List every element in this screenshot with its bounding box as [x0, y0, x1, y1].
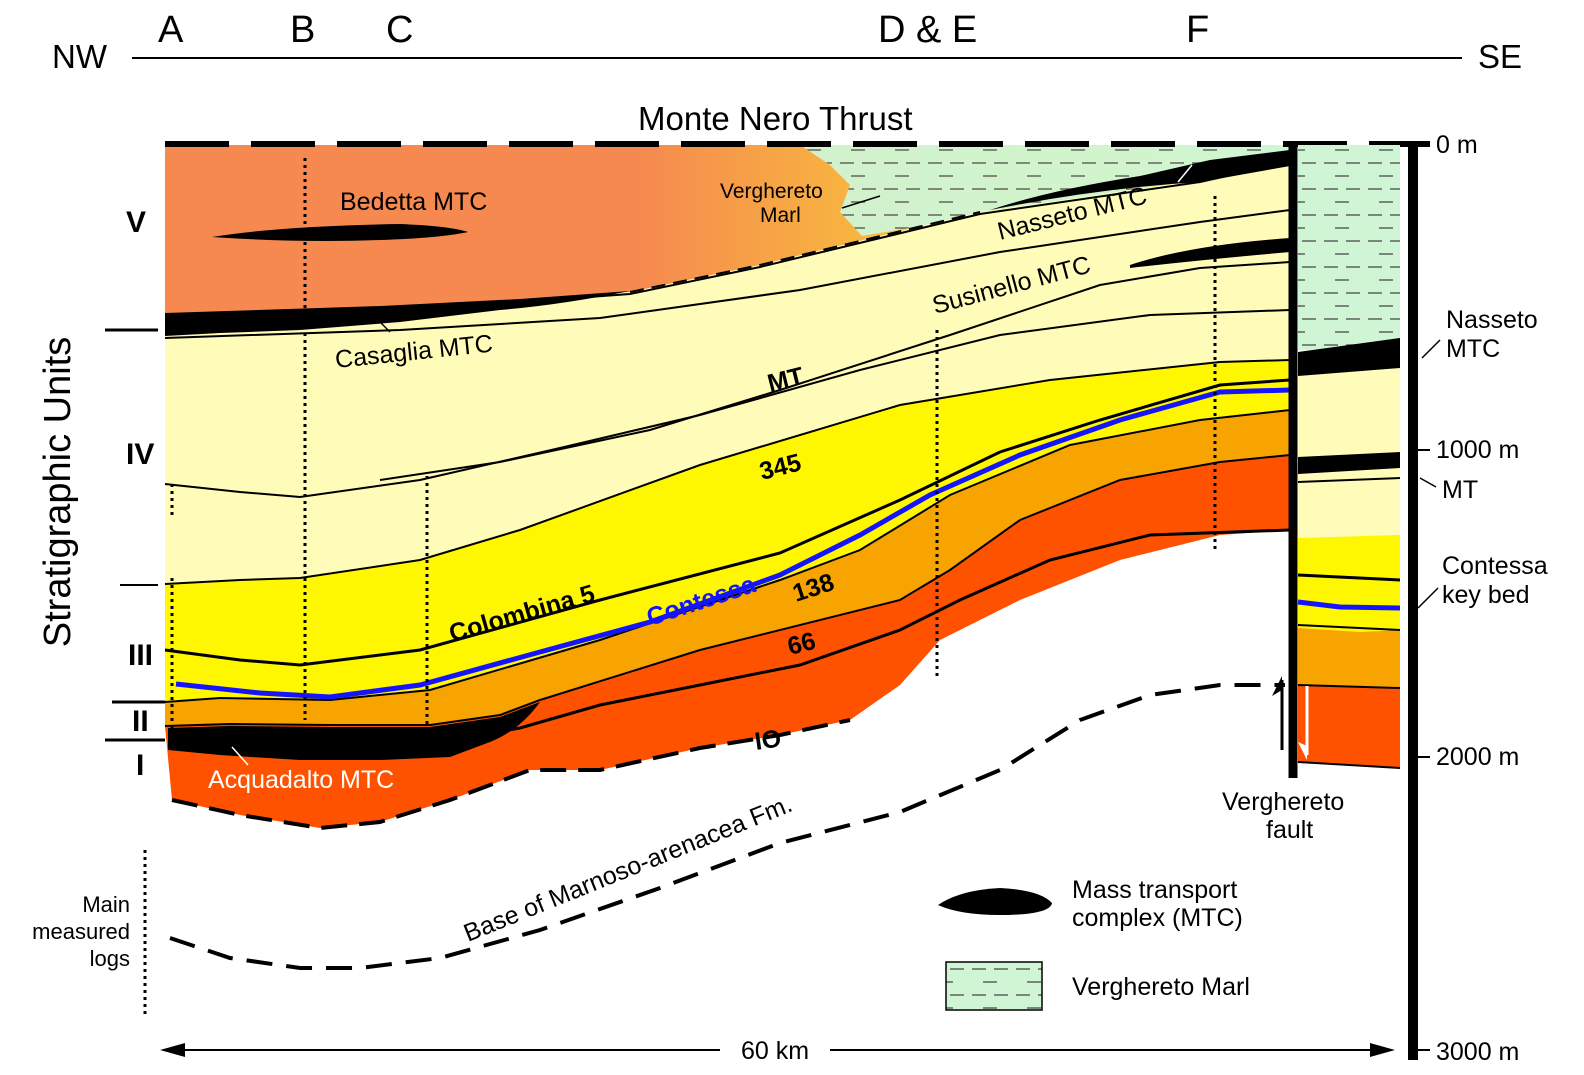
unit-iv-label: IV — [126, 438, 154, 471]
distance-label: 60 km — [741, 1037, 809, 1065]
legend-mtc-line2: complex (MTC) — [1072, 904, 1243, 932]
column-labels: Nasseto MTC MT Contessa key bed — [1417, 306, 1548, 609]
section-base-dashed — [171, 718, 851, 831]
right-column — [1297, 145, 1401, 769]
column-contessa-line1: Contessa — [1442, 552, 1548, 580]
unit-labels: V IV III II I — [126, 206, 154, 782]
legend-marl-symbol — [945, 961, 1043, 1011]
legend-mtc-line1: Mass transport — [1072, 876, 1237, 904]
legend: Mass transport complex (MTC) Verghereto … — [938, 876, 1250, 1011]
nw-label: NW — [52, 38, 108, 75]
unit-v-label: V — [126, 206, 146, 239]
location-a: A — [158, 9, 184, 51]
marnoso-base-label: Base of Marnoso-arenacea Fm. — [460, 790, 796, 948]
unit-iii-fill — [165, 360, 1290, 702]
column-mt-mtc — [1298, 452, 1400, 474]
acquadalto-label: Acquadalto MTC — [208, 766, 394, 794]
column-unit-iv — [1298, 365, 1400, 538]
bedetta-label: Bedetta MTC — [340, 188, 487, 216]
unit-ii-fill — [165, 410, 1290, 726]
contessa-key-bed — [175, 387, 1291, 700]
legend-marl-label: Verghereto Marl — [1072, 973, 1250, 1001]
column-contessa-line2: key bed — [1442, 581, 1530, 609]
horizon-66 — [164, 454, 1291, 727]
thrust-label: Monte Nero Thrust — [638, 100, 913, 137]
marl-wedge — [800, 145, 1290, 236]
horizon-colombina-5 — [164, 378, 1291, 667]
mtc-bodies — [165, 150, 1290, 760]
horizon-138 — [164, 409, 1291, 703]
marl-label-line1: Verghereto — [720, 180, 823, 203]
depth-2000: 2000 m — [1436, 743, 1519, 771]
susinello-mtc — [1130, 238, 1290, 268]
unit-iii-label: III — [128, 639, 153, 672]
column-unit-iii — [1298, 535, 1400, 632]
depth-3000: 3000 m — [1436, 1038, 1519, 1066]
logs-label-line1: Main — [82, 892, 130, 917]
logs-label-line2: measured — [32, 919, 130, 944]
header: NW SE A B C D & E F Monte Nero Thrust — [52, 9, 1522, 137]
depth-bar — [1408, 145, 1418, 1060]
axis-title: Stratigraphic Units — [37, 337, 79, 647]
unit-iv-fill — [165, 160, 1290, 584]
marl-contact-line — [629, 211, 981, 293]
depth-0: 0 m — [1436, 131, 1478, 159]
column-nasseto-line2: MTC — [1446, 335, 1500, 363]
column-nasseto-mtc — [1298, 338, 1400, 376]
horizon-casaglia-base — [164, 209, 1291, 339]
unit-ii-label: II — [132, 705, 149, 738]
column-nasseto-line1: Nasseto — [1446, 306, 1538, 334]
column-marl — [1298, 145, 1400, 350]
measured-logs — [143, 158, 1217, 1015]
marnoso-base-line — [169, 683, 1285, 970]
horizon-345 — [164, 359, 1291, 585]
column-mt-label: MT — [1442, 476, 1478, 504]
logs-label-line3: logs — [90, 946, 130, 971]
column-contessa-bed — [1297, 599, 1401, 611]
location-f: F — [1186, 9, 1209, 51]
unit-boundaries — [105, 328, 165, 742]
unit-i-label: I — [136, 749, 144, 782]
depth-1000: 1000 m — [1436, 436, 1519, 464]
fault-label-line2: fault — [1266, 816, 1313, 844]
acquadalto-mtc — [168, 702, 540, 760]
location-d-e: D & E — [878, 9, 977, 51]
fault-arrows — [1272, 676, 1309, 760]
location-b: B — [290, 9, 315, 51]
nasseto-mtc — [990, 150, 1290, 210]
depth-scale: 0 m 1000 m 2000 m 3000 m — [1408, 131, 1519, 1066]
fault-label: Verghereto fault — [1222, 788, 1344, 844]
casaglia-mtc — [165, 291, 630, 336]
se-label: SE — [1478, 38, 1522, 75]
legend-mtc-symbol — [938, 888, 1052, 915]
distance-scale: 60 km — [160, 1037, 1395, 1065]
column-unit-ii — [1298, 628, 1400, 688]
horizon-mt — [164, 309, 1291, 499]
io-label: IO — [753, 725, 783, 756]
marl-label-line2: Marl — [760, 204, 801, 227]
column-unit-i — [1298, 685, 1400, 768]
h66-label: 66 — [785, 627, 819, 661]
bedetta-mtc — [212, 224, 468, 241]
fault-label-line1: Verghereto — [1222, 788, 1344, 816]
logs-legend: Main measured logs — [32, 892, 130, 971]
location-c: C — [386, 9, 413, 51]
